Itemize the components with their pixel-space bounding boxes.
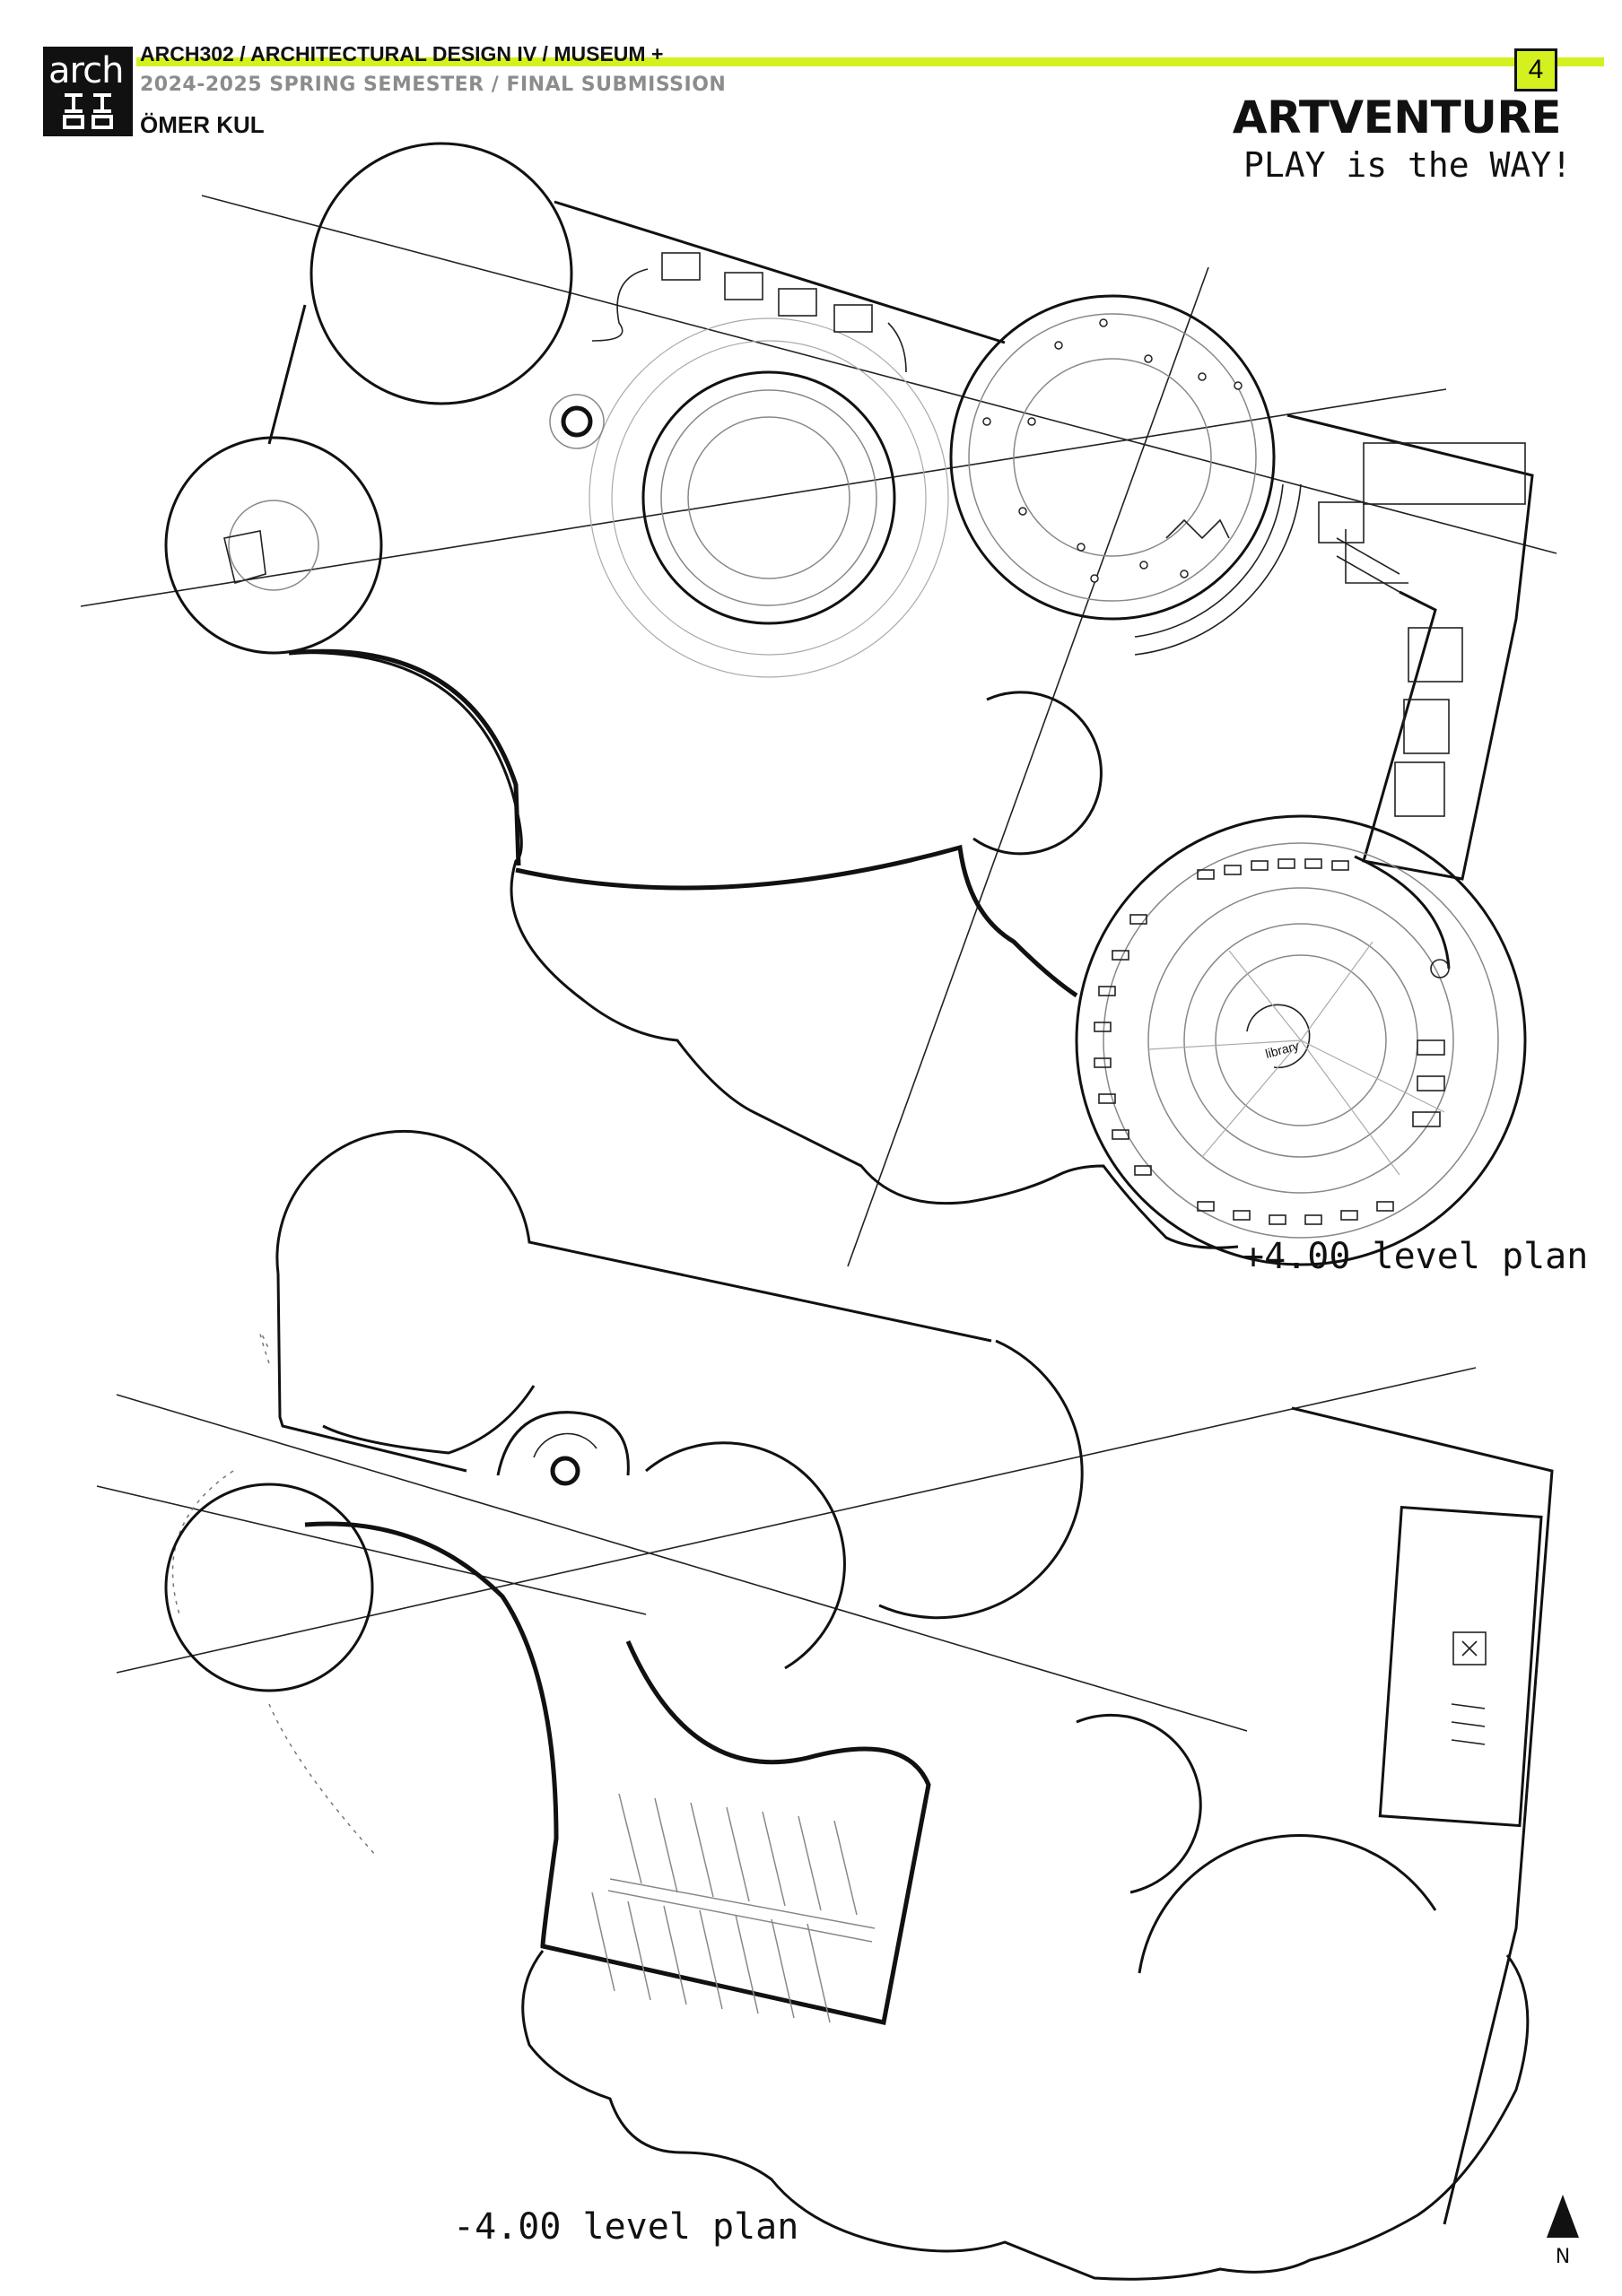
cloud-wall	[521, 1950, 1530, 2281]
boundary-wall	[554, 200, 1006, 344]
pavilion-arc	[1076, 1713, 1202, 1894]
exhibition-ring	[641, 370, 896, 625]
project-title: ARTVENTURE	[1232, 91, 1562, 144]
semester-line: 2024-2025 SPRING SEMESTER / FINAL SUBMIS…	[140, 74, 727, 96]
axis-line	[201, 195, 1557, 554]
axis-line	[116, 1367, 1477, 1674]
logo-mark-icon	[63, 93, 113, 129]
axis-line	[116, 1394, 1248, 1732]
gallery-arc	[645, 1441, 846, 1670]
upper-level-plan: library	[80, 142, 1557, 1267]
rotunda-wall	[164, 1483, 374, 1692]
axis-line	[847, 266, 1209, 1267]
upper-plan-label: +4.00 level plan	[1243, 1236, 1589, 1277]
service-wing-wall	[1286, 413, 1534, 881]
accent-bar	[136, 57, 1604, 66]
axis-line	[96, 1485, 647, 1615]
axis-line	[80, 388, 1447, 607]
rotunda-wall	[310, 142, 573, 405]
parking-wall	[304, 1521, 931, 2026]
logo-text: arch	[48, 50, 124, 91]
boundary-wall	[1291, 1406, 1554, 2225]
author-name: ÖMER KUL	[140, 111, 265, 138]
stair-core	[561, 405, 593, 438]
terrace-edge	[515, 844, 1078, 998]
cloud-wall	[291, 651, 1239, 1249]
boundary-wall	[275, 1129, 992, 1343]
gallery-arc	[878, 1339, 1084, 1620]
service-core	[1378, 1505, 1543, 1828]
north-arrow-icon	[1547, 2195, 1579, 2238]
pavilion-arc	[972, 691, 1103, 856]
north-letter: N	[1555, 2246, 1571, 2268]
amphitheatre-wall	[949, 294, 1276, 621]
library-label: library	[1264, 1039, 1301, 1061]
school-logo: arch	[43, 47, 133, 136]
gallery-arc	[1138, 1834, 1437, 1974]
library-wall	[1075, 814, 1527, 1266]
stair-enclosure	[496, 1411, 630, 1476]
project-subtitle: PLAY is the WAY!	[1243, 145, 1572, 185]
north-arrow: N	[1545, 2193, 1581, 2268]
rotunda-wall	[164, 436, 383, 655]
boundary-wall	[267, 304, 307, 445]
course-title: ARCH302 / ARCHITECTURAL DESIGN IV / MUSE…	[140, 42, 664, 65]
page-number: 4	[1514, 48, 1557, 91]
lower-plan-label: -4.00 level plan	[453, 2206, 799, 2248]
lower-level-plan	[96, 1129, 1554, 2281]
